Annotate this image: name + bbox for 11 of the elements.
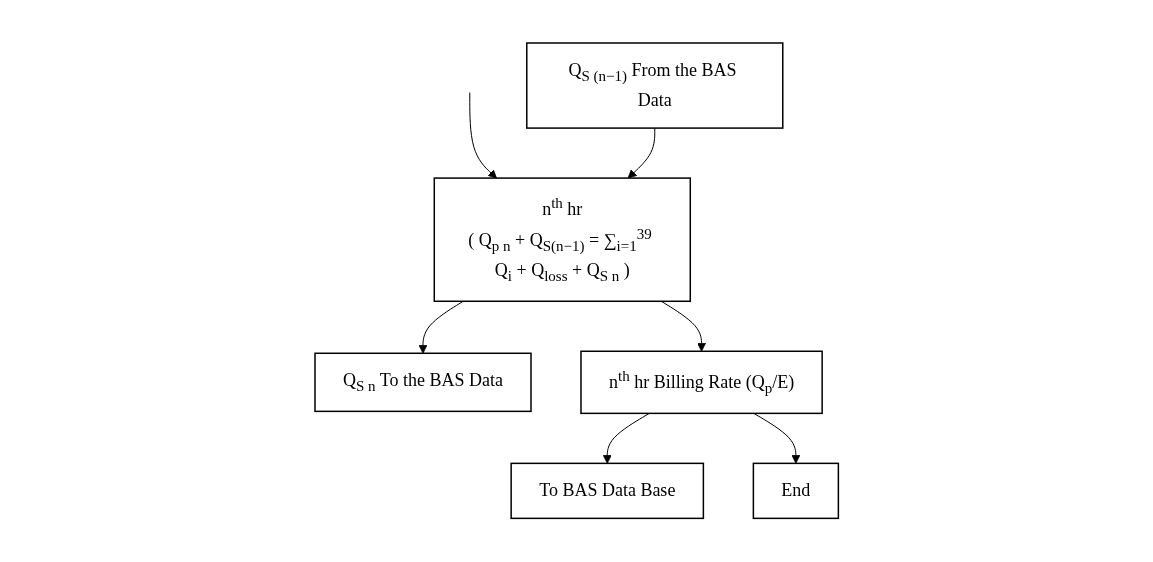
arrow: [469, 92, 497, 179]
arrow: [660, 301, 706, 352]
node-box: n$^{th}$ hr Billing Rate (Q$_{p}$/E): [580, 350, 823, 415]
arrow: [418, 301, 464, 354]
arrow: [627, 127, 656, 179]
node-box: To BAS Data Base: [510, 462, 704, 520]
arrow: [602, 413, 650, 465]
node-box: Q$_{S n}$ To the BAS Data: [314, 352, 532, 413]
arrow: [753, 413, 801, 465]
node-box: End: [752, 462, 839, 520]
node-box: Q$_{S (n−1)}$ From the BAS Data: [525, 42, 784, 130]
